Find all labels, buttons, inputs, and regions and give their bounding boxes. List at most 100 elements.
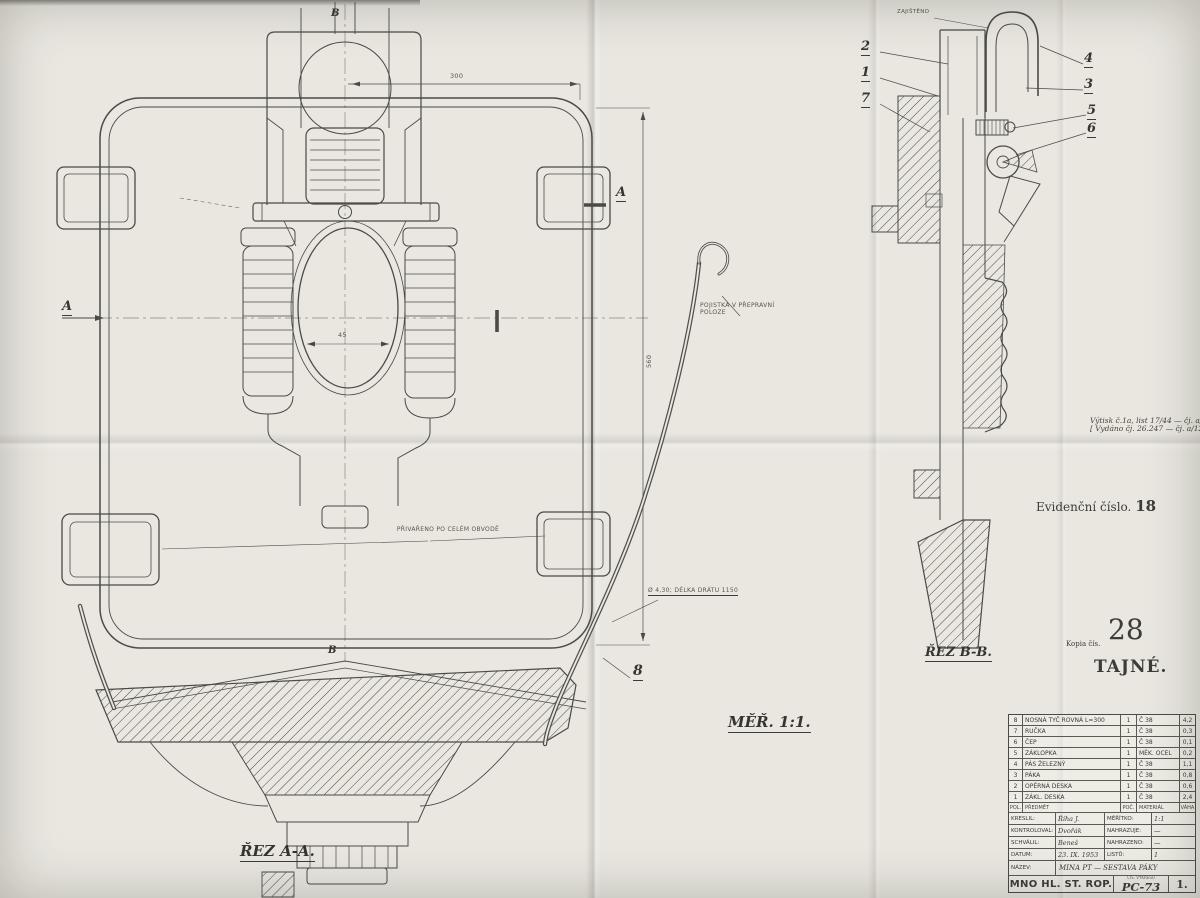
sign-label: KRESLIL: bbox=[1009, 813, 1056, 824]
signature-row: KONTROLOVAL: Dvořák NAHRAZUJE: — bbox=[1009, 825, 1195, 837]
header-pos: POL. bbox=[1009, 803, 1023, 812]
part-pos: 2 bbox=[1009, 781, 1023, 791]
parts-row-2: 2 OPĚRNÁ DESKA 1 Č 38 0,6 bbox=[1009, 781, 1195, 792]
part-pos: 3 bbox=[1009, 770, 1023, 780]
part-weight: 1,1 bbox=[1182, 760, 1193, 768]
lever-wire bbox=[77, 241, 730, 747]
evidence-label: Evidenční číslo. bbox=[1036, 500, 1132, 514]
part-weight: 4,2 bbox=[1182, 716, 1193, 724]
evidence-number-stamp: Evidenční číslo. 18 bbox=[1036, 498, 1156, 515]
part-pos: 5 bbox=[1009, 748, 1023, 758]
header-qty: POČ. bbox=[1121, 803, 1137, 812]
part-weight: 0,3 bbox=[1182, 727, 1193, 735]
part-qty: 1 bbox=[1121, 737, 1137, 747]
parts-row-1: 1 ZÁKL. DESKA 1 Č 38 2,4 bbox=[1009, 792, 1195, 803]
part-weight: 0,8 bbox=[1182, 771, 1193, 779]
part-qty: 1 bbox=[1121, 770, 1137, 780]
part-material: Č 38 bbox=[1137, 770, 1180, 780]
sign-value: Říha J. bbox=[1056, 813, 1105, 824]
part-material: Č 38 bbox=[1137, 781, 1180, 791]
part-pos: 4 bbox=[1009, 759, 1023, 769]
parts-row-8: 8 NOSNÁ TYČ ROVNÁ L=300 1 Č 38 4,2 bbox=[1009, 715, 1195, 726]
organization-name: MNO HL. ST. ROP. bbox=[1009, 876, 1114, 892]
part-pos: 8 bbox=[1009, 715, 1023, 725]
drawing-name-row: NÁZEV: MINA PT — SESTAVA PÁKY bbox=[1009, 861, 1195, 876]
copy-label: Kopia čís. bbox=[1066, 640, 1101, 648]
parts-row-7: 7 RUČKA 1 Č 38 0,3 bbox=[1009, 726, 1195, 737]
parts-row-6: 6 ČEP 1 Č 38 0,1 bbox=[1009, 737, 1195, 748]
parts-row-3: 3 PÁKA 1 Č 38 0,8 bbox=[1009, 770, 1195, 781]
part-name: NOSNÁ TYČ ROVNÁ L=300 bbox=[1023, 715, 1121, 725]
callout-6: 6 bbox=[1087, 121, 1097, 138]
callout-1: 1 bbox=[861, 65, 871, 82]
header-name: PŘEDMĚT bbox=[1023, 803, 1121, 812]
part-name: ZÁKL. DESKA bbox=[1023, 792, 1121, 802]
part-name: ČEP bbox=[1023, 737, 1121, 747]
part-pos: 6 bbox=[1009, 737, 1023, 747]
handwritten-note: Výtisk č.1a, list 17/44 — čj. a/9.305 19… bbox=[1090, 416, 1200, 434]
title-block-footer: MNO HL. ST. ROP. ČÍS. VÝKRESU PC-73 1. bbox=[1009, 876, 1195, 892]
annotation-safety: POJISTKA V PŘEPRAVNÍ POLOZE bbox=[700, 302, 775, 316]
document-number-cell: ČÍS. VÝKRESU PC-73 bbox=[1114, 876, 1169, 892]
part-qty: 1 bbox=[1121, 715, 1137, 725]
header-material: MATERIÁL bbox=[1137, 803, 1180, 812]
section-b-marker-top: B bbox=[331, 8, 340, 19]
part-name: PÁS ŽELEZNÝ bbox=[1023, 759, 1121, 769]
signature-row: DATUM: 23. IX. 1953 LISTŮ: 1 bbox=[1009, 849, 1195, 861]
part-qty: 1 bbox=[1121, 781, 1137, 791]
part-name: OPĚRNÁ DESKA bbox=[1023, 781, 1121, 791]
callout-4: 4 bbox=[1084, 51, 1094, 68]
sign-label: DATUM: bbox=[1009, 849, 1056, 860]
part-qty: 1 bbox=[1121, 792, 1137, 802]
handwritten-note-line2: [ Vydáno čj. 26.247 — čj. a/12.808 1953 … bbox=[1090, 424, 1200, 434]
sign-label: SCHVÁLIL: bbox=[1009, 837, 1056, 848]
sign-value: Beneš bbox=[1056, 837, 1105, 848]
section-b-b-drawing bbox=[871, 11, 1087, 649]
sign-value2: — bbox=[1154, 838, 1161, 847]
section-b-marker-bottom: B bbox=[328, 645, 337, 656]
annotation-wire: Ø 4,30; DÉLKA DRÁTU 1150 bbox=[648, 587, 739, 596]
sign-label2: LISTŮ: bbox=[1105, 849, 1152, 860]
part-name: ZÁKLOPKA bbox=[1023, 748, 1121, 758]
part-qty: 1 bbox=[1121, 726, 1137, 736]
part-weight: 0,6 bbox=[1182, 782, 1193, 790]
part-name: PÁKA bbox=[1023, 770, 1121, 780]
part-pos: 7 bbox=[1009, 726, 1023, 736]
part-weight: 2,4 bbox=[1182, 793, 1193, 801]
signature-row: KRESLIL: Říha J. MĚŘÍTKO: 1:1 bbox=[1009, 813, 1195, 825]
parts-header-row: POL. PŘEDMĚT POČ. MATERIÁL VÁHA bbox=[1009, 803, 1195, 813]
part-weight: 0,2 bbox=[1182, 749, 1193, 757]
part-name: RUČKA bbox=[1023, 726, 1121, 736]
parts-row-5: 5 ZÁKLOPKA 1 MĚK. OCEL 0,2 bbox=[1009, 748, 1195, 759]
part-material: Č 38 bbox=[1137, 715, 1180, 725]
sign-value: 23. IX. 1953 bbox=[1056, 849, 1105, 860]
part-pos: 1 bbox=[1009, 792, 1023, 802]
annotation-secured: ZAJIŠTĚNO bbox=[897, 9, 930, 15]
sheet-number: 1. bbox=[1176, 877, 1188, 891]
document-number-label: ČÍS. VÝKRESU bbox=[1127, 876, 1155, 880]
title-block: 8 NOSNÁ TYČ ROVNÁ L=300 1 Č 38 4,2 7 RUČ… bbox=[1008, 714, 1196, 893]
section-b-title: ŘEZ B-B. bbox=[925, 645, 992, 662]
part-material: Č 38 bbox=[1137, 737, 1180, 747]
signature-row: SCHVÁLIL: Beneš NAHRAZENO: — bbox=[1009, 837, 1195, 849]
sign-value2: 1:1 bbox=[1154, 814, 1165, 823]
part-material: MĚK. OCEL bbox=[1137, 748, 1180, 758]
parts-row-4: 4 PÁS ŽELEZNÝ 1 Č 38 1,1 bbox=[1009, 759, 1195, 770]
evidence-number: 18 bbox=[1135, 497, 1157, 515]
dimension-top-width: 300 bbox=[450, 72, 464, 80]
sign-label2: MĚŘÍTKO: bbox=[1105, 813, 1152, 824]
part-material: Č 38 bbox=[1137, 792, 1180, 802]
scale-note: MĚŘ. 1:1. bbox=[728, 713, 811, 733]
part-material: Č 38 bbox=[1137, 726, 1180, 736]
section-a-title: ŘEZ A-A. bbox=[240, 842, 315, 862]
section-a-a-drawing bbox=[56, 2, 741, 898]
part-material: Č 38 bbox=[1137, 759, 1180, 769]
annotation-weld: PŘIVAŘENO PO CELÉM OBVODĚ bbox=[396, 526, 500, 533]
secrecy-stamp: TAJNÉ. bbox=[1094, 657, 1168, 677]
sign-value: Dvořák bbox=[1056, 825, 1105, 836]
sign-label: KONTROLOVAL: bbox=[1009, 825, 1056, 836]
dimension-right-height: 560 bbox=[645, 354, 653, 368]
copy-number: 28 bbox=[1108, 613, 1144, 646]
